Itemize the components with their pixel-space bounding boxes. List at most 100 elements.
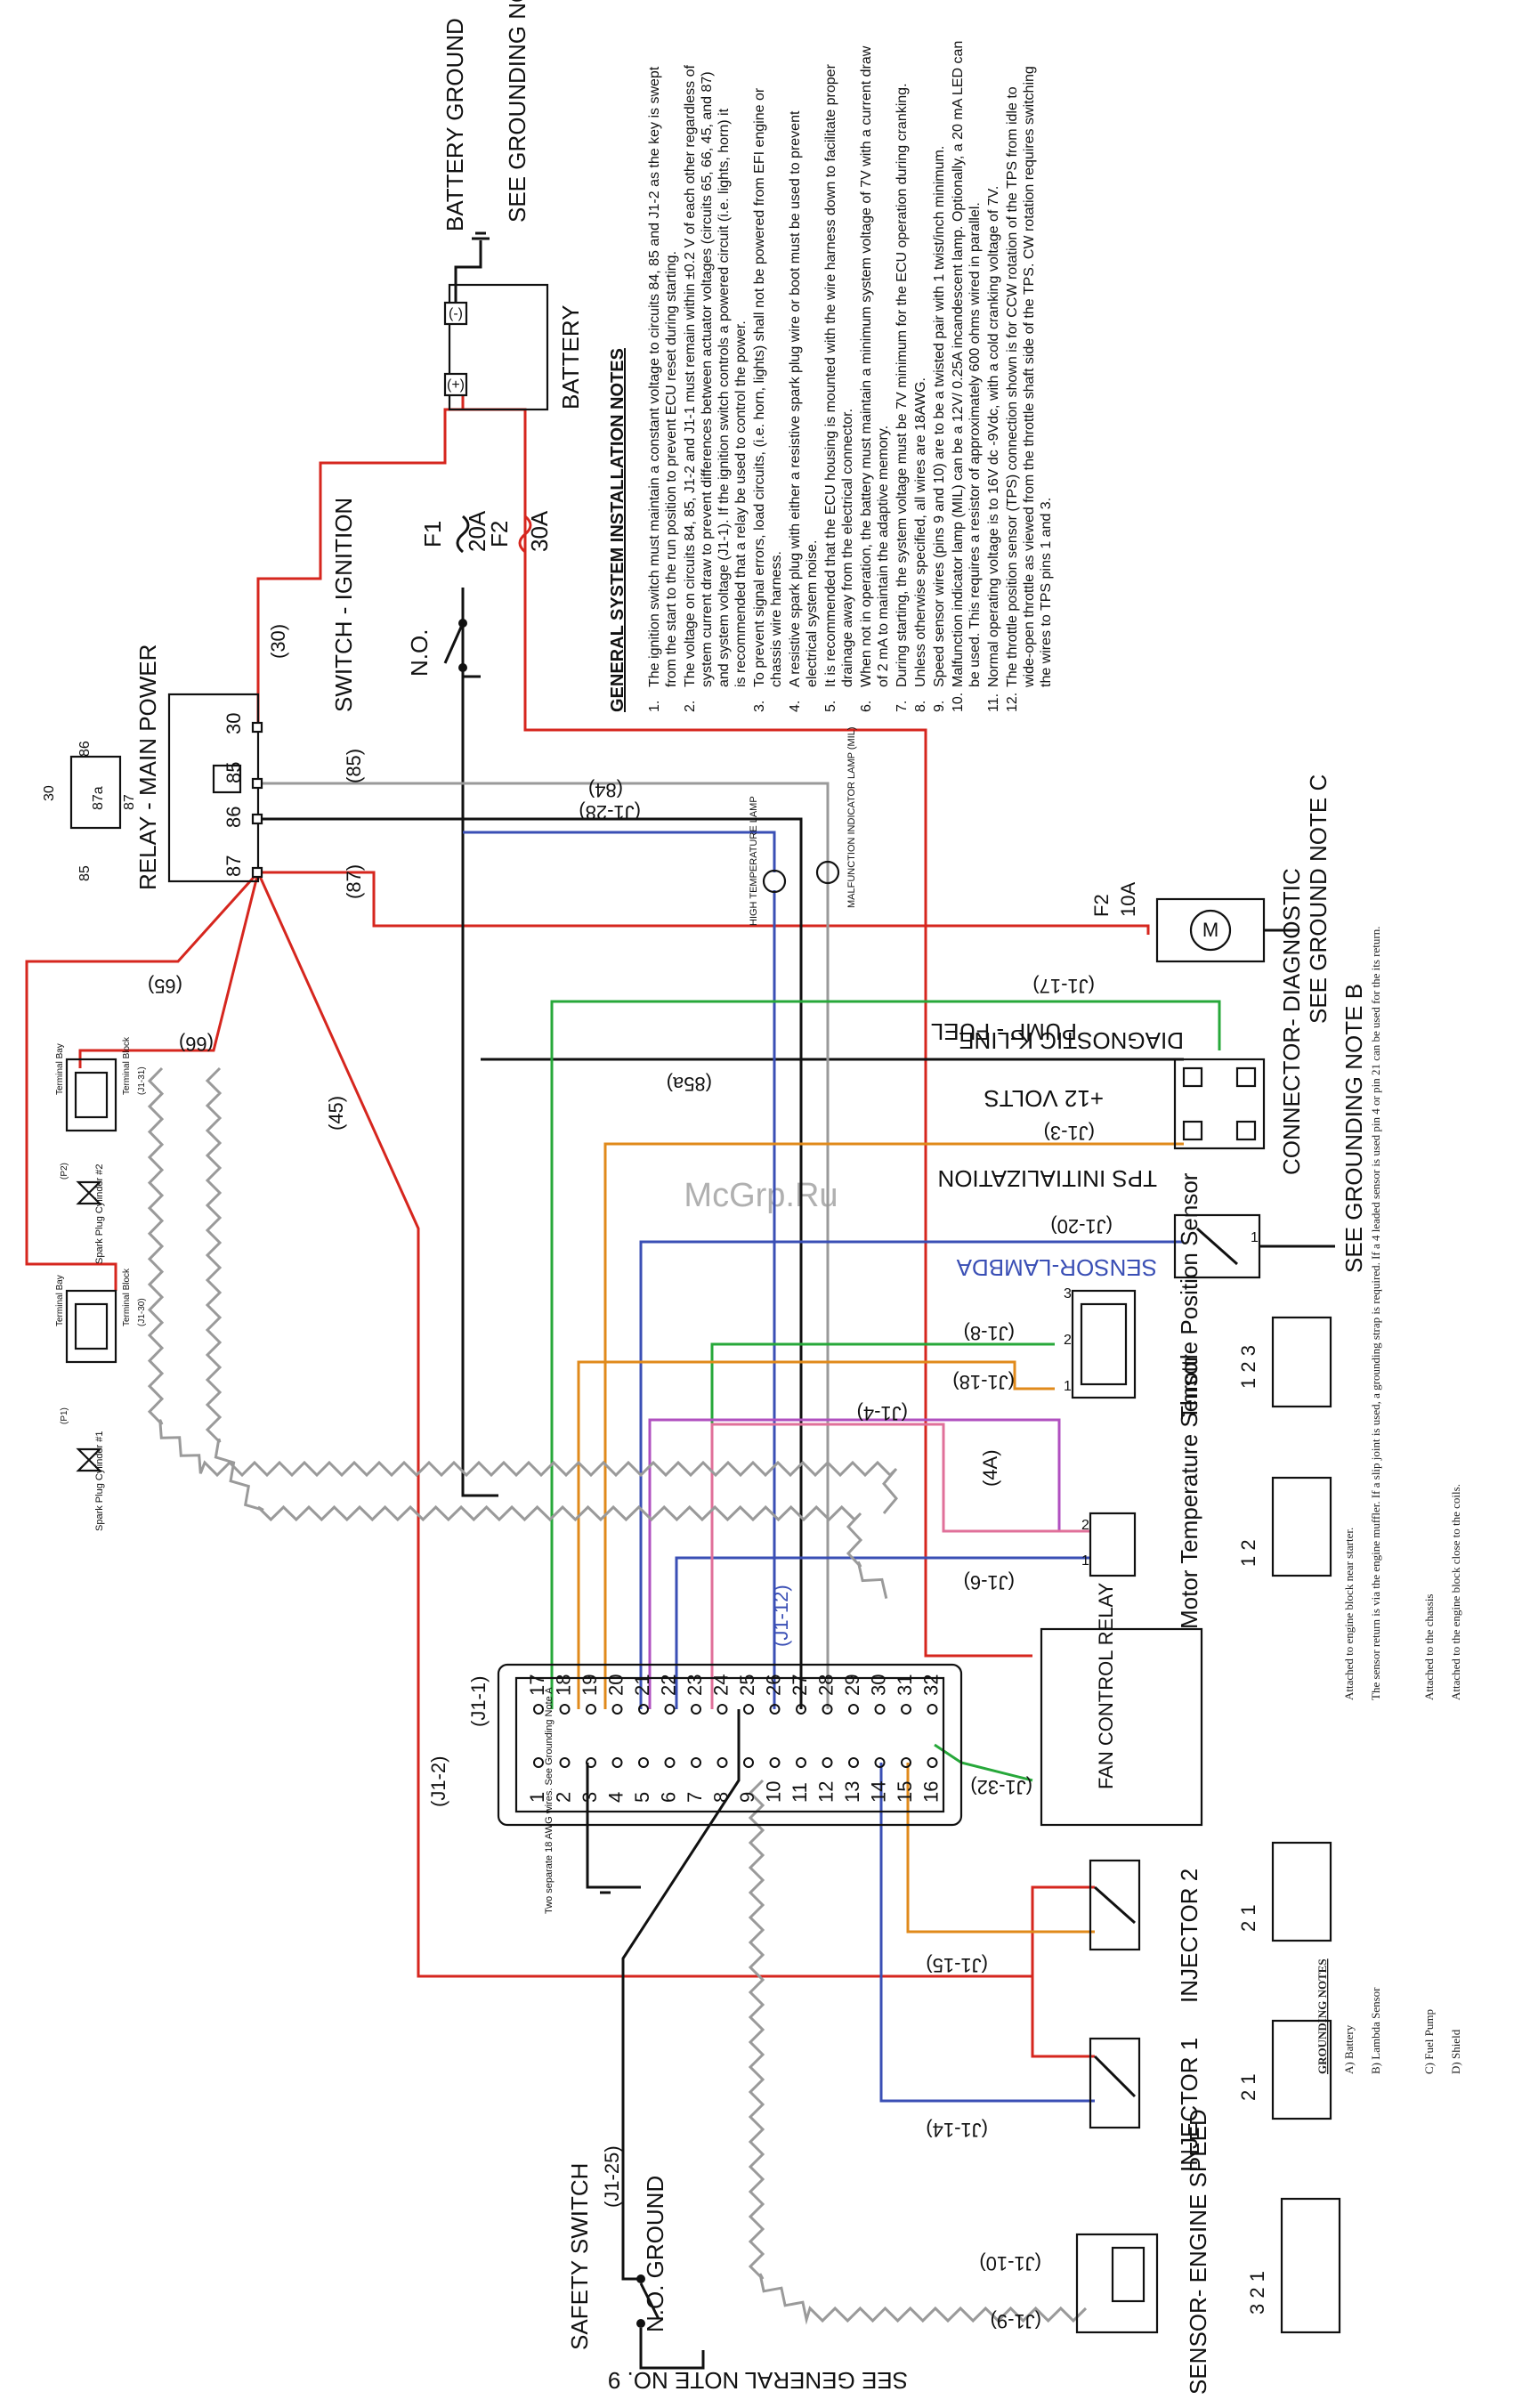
ecu-pin-top-label: 26 — [763, 1674, 785, 1696]
lambda-label: SENSOR-LAMBDA — [956, 1254, 1157, 1281]
circuit-45: (45) — [325, 1096, 347, 1131]
see-ground-c: SEE GROUND NOTE C — [1305, 774, 1332, 1024]
wire-tps-orange — [603, 1142, 1184, 1709]
ignition-coil-1: Terminal Bay Terminal Block (P1) (J1-30) — [55, 1268, 147, 1424]
tps-pins-label: 1 2 3 — [1237, 1345, 1259, 1389]
ecu-pin-top-label: 27 — [789, 1674, 811, 1696]
wire-j114-blue — [879, 1763, 1095, 2103]
ecu-pin-bottom-label: 3 — [579, 1792, 601, 1803]
relay-ic-30: 30 — [42, 785, 57, 801]
fan-control-relay: FAN CONTROL RELAY — [1040, 1582, 1203, 1827]
inj1-pins: 2 1 — [1237, 2073, 1259, 2101]
circuit-j1-3: (J1-3) — [1044, 1122, 1095, 1144]
ecu-pin-bottom-label: 1 — [526, 1792, 548, 1803]
ground-symbol-a — [472, 231, 490, 240]
inj2-pins: 2 1 — [1237, 1904, 1259, 1932]
mts-pin-1: 1 — [1081, 1553, 1089, 1569]
wire-battery-ground — [454, 240, 482, 303]
ecu-pin-top-label: 22 — [658, 1674, 680, 1696]
note-number: 12. — [1005, 693, 1020, 712]
pump-motor: M — [1202, 919, 1218, 941]
ecu-pin-bottom — [901, 1757, 911, 1768]
relay-pin-85: 85 — [223, 762, 245, 783]
coil1-tblock: Terminal Block — [122, 1268, 132, 1326]
battery-label: BATTERY — [557, 304, 584, 409]
safety-no-label: N.O. GROUND — [642, 2176, 668, 2332]
watermark: McGrp.Ru — [684, 1177, 838, 1214]
ecu-pin-top-label: 31 — [894, 1674, 916, 1696]
note-number: 6. — [859, 701, 874, 712]
circuit-j1-28: (J1-28) — [579, 801, 641, 823]
notes-list: 1. The ignition switch must maintain a co… — [647, 41, 1054, 712]
ecu-pin-bottom — [691, 1757, 701, 1768]
note-number: 1. — [647, 701, 662, 712]
wire-lambda-blue — [639, 1240, 1184, 1709]
mts-pin-2: 2 — [1081, 1518, 1089, 1533]
mts-pins-label: 1 2 — [1237, 1539, 1259, 1567]
tps-pin-1: 1 — [1064, 1379, 1072, 1394]
fuse-f1-label: F1 — [419, 521, 446, 547]
ecu-pin-bottom — [611, 1757, 623, 1768]
ecu-pin-top — [664, 1704, 676, 1715]
grounding-key: B) Lambda Sensor — [1369, 1987, 1382, 2074]
safety-switch: SAFETY SWITCH N.O. GROUND — [566, 2163, 705, 2370]
coil2-j131: (J1-31) — [137, 1066, 147, 1095]
battery-minus: (-) — [449, 306, 463, 321]
ecu-pin-bottom — [586, 1757, 596, 1768]
circuit-j1-20: (J1-20) — [1050, 1215, 1113, 1237]
injector-1: INJECTOR 1 2 1 — [1089, 2019, 1332, 2172]
note-text: The ignition switch must maintain a cons… — [647, 66, 679, 687]
ecu-pin-bottom-label: 11 — [789, 1782, 811, 1803]
inj1-label: INJECTOR 1 — [1176, 2038, 1202, 2172]
ecu-pin-top-label: 19 — [579, 1674, 601, 1696]
relay-pinout-icon: 30 85 86 87 87a — [42, 741, 137, 881]
ecu-pin-bottom-label: 6 — [658, 1792, 680, 1803]
ecu-pin-top — [848, 1704, 859, 1715]
relay-ic-87a: 87a — [91, 786, 106, 810]
general-notes: GENERAL SYSTEM INSTALLATION NOTES 1.The … — [608, 41, 1054, 712]
ecu-pin-bottom-label: 14 — [868, 1781, 890, 1803]
circuit-j1-32: (J1-32) — [970, 1776, 1032, 1798]
ecu-pin-top-label: 21 — [631, 1674, 653, 1696]
ecu-pin-bottom-label: 16 — [920, 1781, 943, 1803]
diag-label: CONNECTOR- DIAGNOSTIC — [1278, 868, 1305, 1175]
circuit-85: (85) — [343, 749, 365, 783]
grounding-value: Attached to the engine block close to th… — [1449, 1484, 1462, 1700]
ecu-pin-bottom — [638, 1757, 649, 1768]
shield-wire-1 — [147, 1066, 898, 1514]
circuit-j1-18: (J1-18) — [952, 1371, 1015, 1393]
wire-ecu-gnd — [586, 1763, 641, 1889]
relay-ic-87: 87 — [122, 794, 137, 810]
speed-label: SENSOR- ENGINE SPEED — [1185, 2109, 1211, 2395]
htl-label: HIGH TEMPERATURE LAMP — [749, 796, 759, 926]
circuit-j1-17: (J1-17) — [1032, 975, 1095, 997]
relay-pin-86: 86 — [223, 807, 245, 828]
circuit-30: (30) — [267, 624, 289, 659]
ecu-pin-bottom — [769, 1757, 781, 1768]
ecu-pin-top-label: 24 — [710, 1674, 733, 1696]
ecu-pin-top-label: 29 — [841, 1674, 863, 1696]
grounding-key: D) Shield — [1449, 2029, 1462, 2074]
spark1-label: Spark Plug Cylinder #1 — [94, 1431, 105, 1531]
circuit-87: (87) — [343, 864, 365, 899]
inj2-label: INJECTOR 2 — [1176, 1869, 1202, 2003]
ground-symbol-ecu — [596, 1885, 614, 1894]
tps-label: Throttle Position Sensor — [1176, 1172, 1202, 1420]
ecu-pin-bottom — [796, 1757, 806, 1768]
wire-fan-green — [934, 1743, 1033, 1782]
circuit-j1-10: (J1-10) — [979, 2252, 1041, 2274]
note-text: The throttle position sensor (TPS) conne… — [1005, 66, 1054, 688]
throttle-position-sensor: 3 2 1 Throttle Position Sensor 1 2 3 — [1064, 1172, 1332, 1420]
ecu-pin-bottom — [559, 1757, 571, 1768]
kline-label: DIAGNOSTIC K-LINE — [959, 1027, 1184, 1054]
speed-pins: 3 2 1 — [1246, 2271, 1268, 2315]
ecu-pin-top — [638, 1704, 649, 1715]
f2-pump: F2 — [1090, 894, 1113, 917]
ecu-pin-top — [533, 1704, 544, 1715]
ecu-pin-top — [901, 1704, 911, 1715]
circuit-66: (66) — [179, 1033, 214, 1055]
ecu-pin-top — [769, 1704, 781, 1715]
circuit-j1-15: (J1-15) — [926, 1954, 988, 1976]
